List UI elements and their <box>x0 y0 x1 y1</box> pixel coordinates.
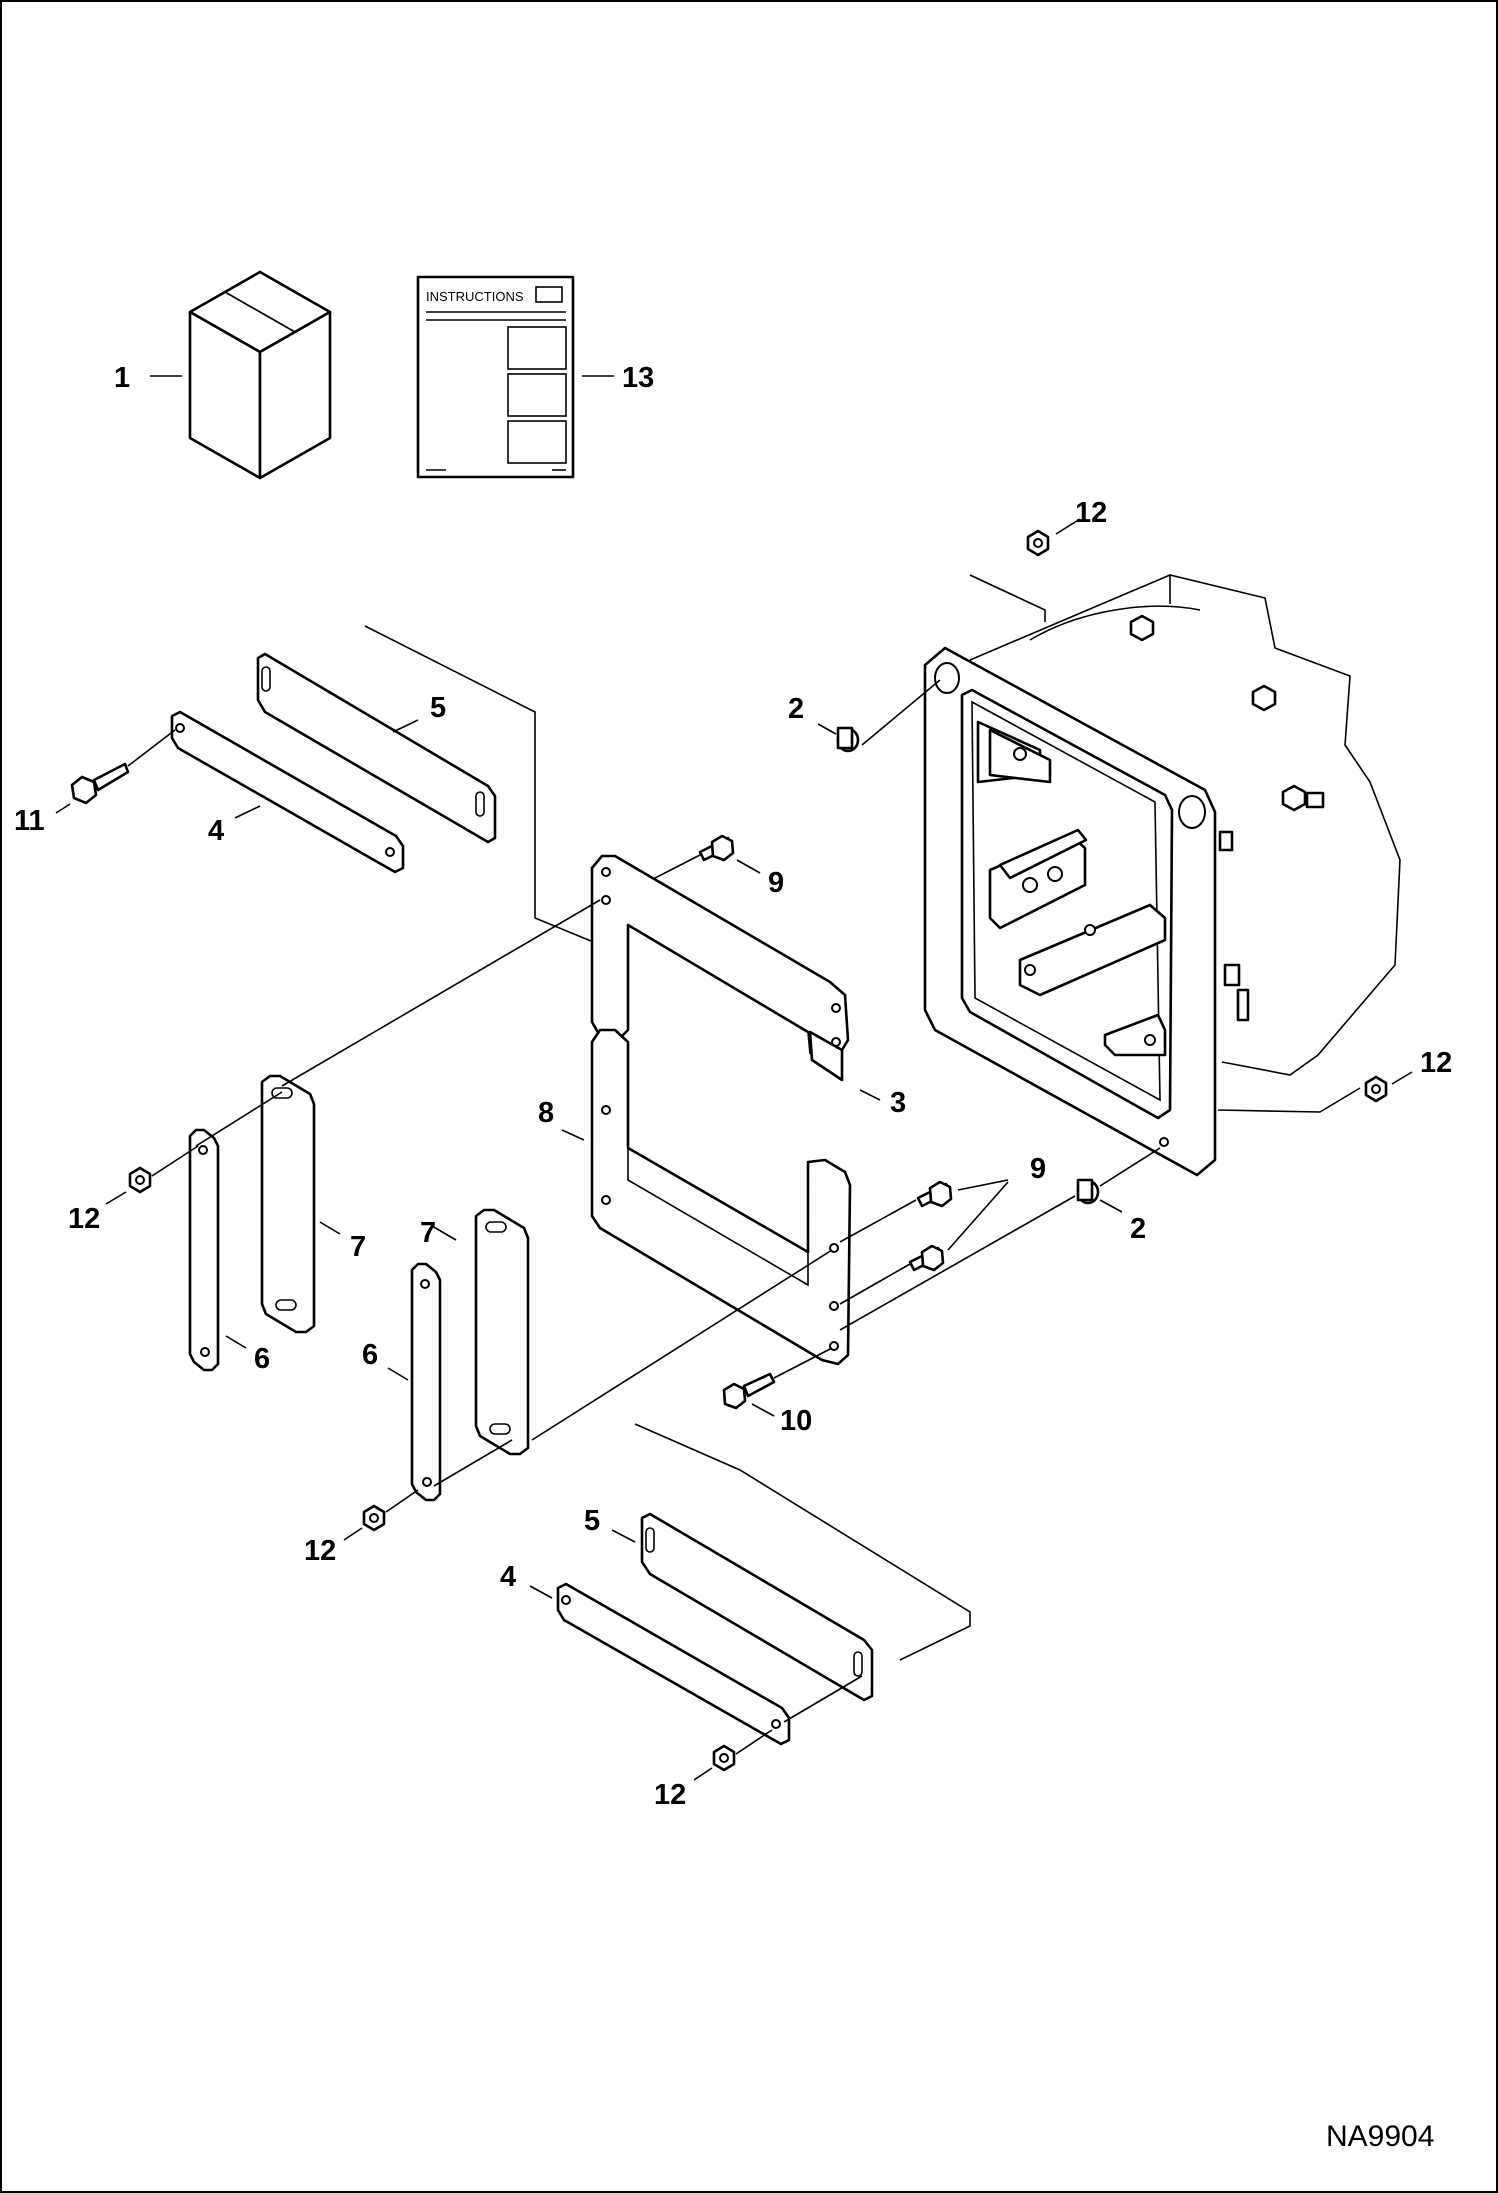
callout-12-low: 12 <box>304 1535 336 1567</box>
part-9-bolt-middle-b <box>908 1244 945 1272</box>
callout-8: 8 <box>538 1097 554 1129</box>
callout-12-right: 12 <box>1420 1047 1452 1079</box>
callout-9-top: 9 <box>768 867 784 899</box>
part-7-plate-middle <box>474 1208 530 1456</box>
transmission-housing <box>923 574 1401 1177</box>
callout-10: 10 <box>780 1405 812 1437</box>
callout-13: 13 <box>622 362 654 394</box>
part-5-strap-top <box>256 652 497 844</box>
part-6-plate-left <box>188 1128 220 1372</box>
part-6-plate-middle <box>410 1262 442 1502</box>
callout-12-bottom: 12 <box>654 1779 686 1811</box>
part-8-frame-lower <box>590 1028 852 1366</box>
callout-1: 1 <box>114 362 130 394</box>
callout-5-top: 5 <box>430 692 446 724</box>
callout-7-left: 7 <box>350 1231 366 1263</box>
part-10-bolt <box>722 1372 776 1410</box>
part-4-strap-bottom <box>556 1582 791 1746</box>
figure-id: NA9904 <box>1326 2120 1434 2153</box>
callout-5-bottom: 5 <box>584 1505 600 1537</box>
callout-7-middle: 7 <box>420 1217 436 1249</box>
part-7-plate-left <box>260 1074 316 1334</box>
part-13-instructions: INSTRUCTIONS <box>416 275 575 479</box>
callout-3: 3 <box>890 1087 906 1119</box>
instructions-label: INSTRUCTIONS <box>426 289 524 304</box>
part-1-box <box>188 270 332 480</box>
callout-6-middle: 6 <box>362 1339 378 1371</box>
part-9-bolt-middle-a <box>916 1180 953 1208</box>
callout-12-left: 12 <box>68 1203 100 1235</box>
part-9-bolt-top <box>698 834 735 862</box>
callout-6-left: 6 <box>254 1343 270 1375</box>
callout-4-bottom: 4 <box>500 1561 516 1593</box>
part-4-strap-top <box>170 710 405 874</box>
part-5-strap-bottom <box>640 1512 874 1702</box>
part-3-frame-upper <box>590 854 850 1082</box>
callout-9-middle: 9 <box>1030 1153 1046 1185</box>
part-2-spacer-top <box>836 726 860 753</box>
callout-12-top: 12 <box>1075 497 1107 529</box>
part-2-spacer-middle <box>1076 1178 1100 1205</box>
callout-4-top: 4 <box>208 815 224 847</box>
callout-11: 11 <box>14 805 45 837</box>
callout-2-top: 2 <box>788 693 804 725</box>
callout-2-middle: 2 <box>1130 1213 1146 1245</box>
part-11-bolt <box>70 762 130 805</box>
